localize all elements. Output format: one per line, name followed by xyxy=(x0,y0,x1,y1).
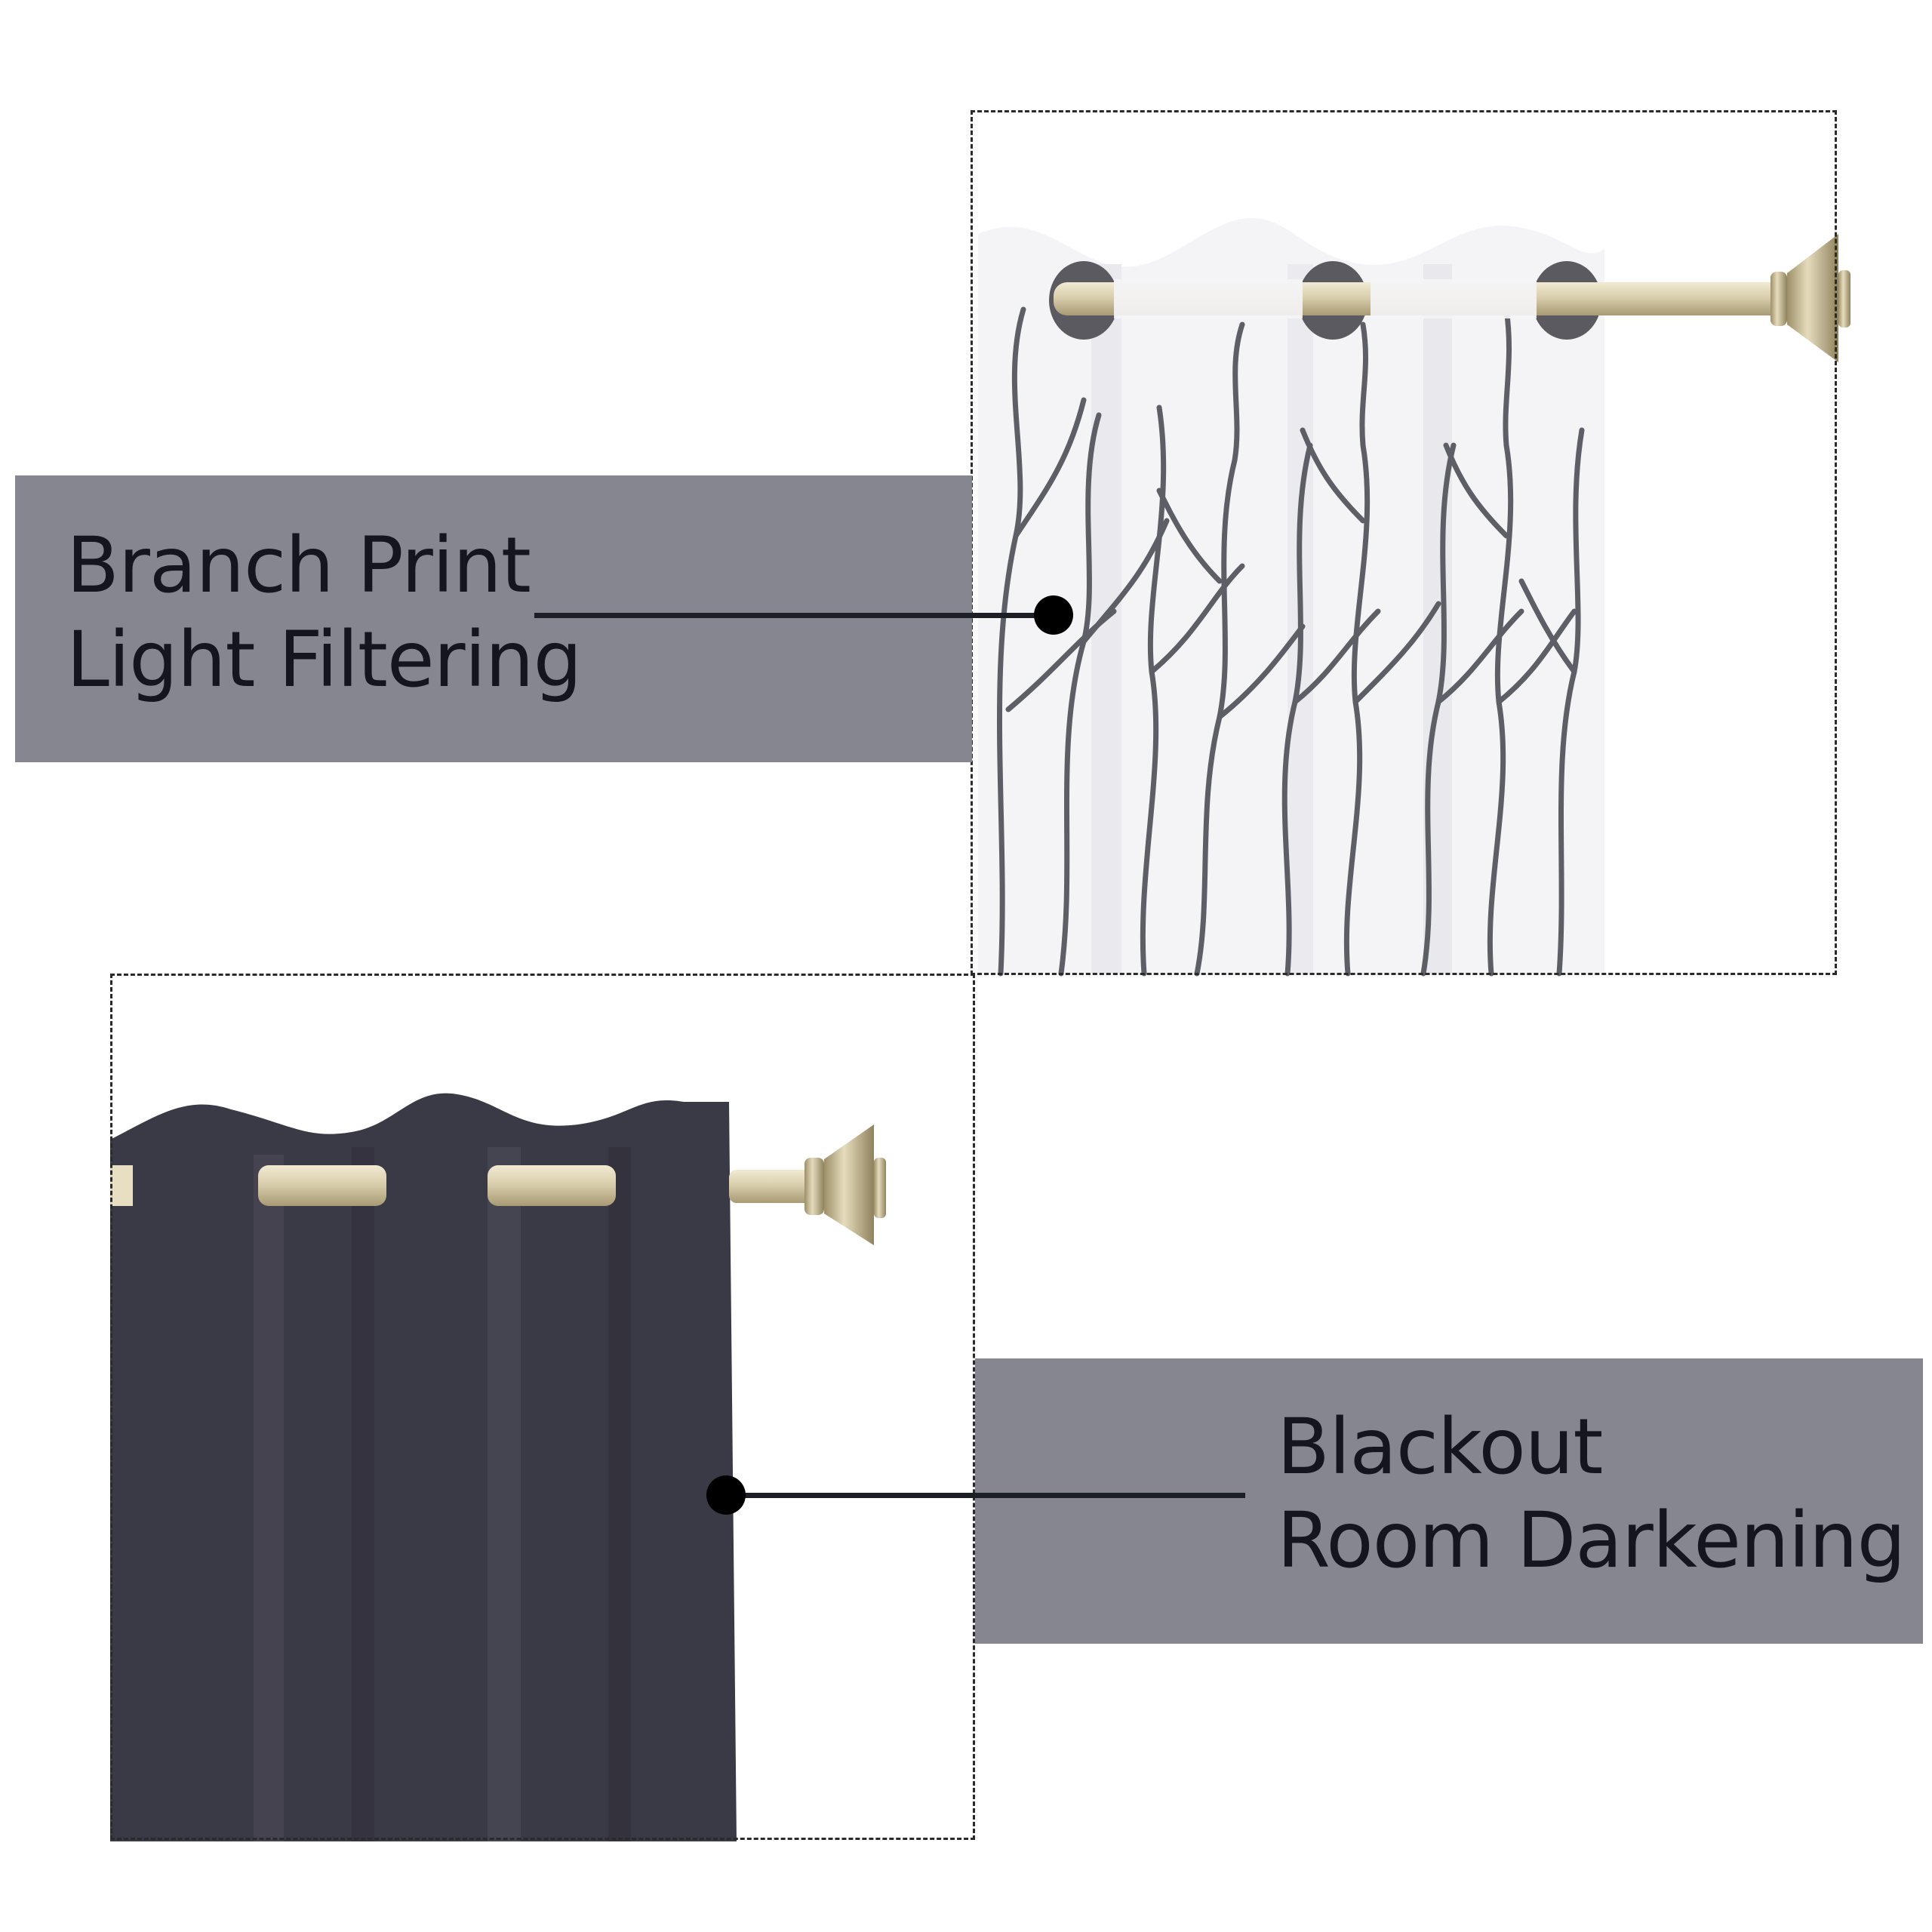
bottom-dashed-frame xyxy=(110,974,975,1840)
bottom-label-line-2: Room Darkening xyxy=(1277,1496,1906,1586)
top-callout-dot xyxy=(1034,595,1073,635)
top-label-line-2: Light Filtering xyxy=(66,615,582,705)
top-label-line-1: Branch Print xyxy=(66,521,531,611)
rod-finial xyxy=(804,1124,886,1245)
bottom-callout-dot xyxy=(706,1475,746,1515)
bottom-label-line-1: Blackout xyxy=(1277,1402,1603,1492)
bottom-connector-line xyxy=(724,1493,1245,1498)
top-label-panel xyxy=(15,475,972,762)
branch-print-curtain xyxy=(978,217,1850,977)
top-dashed-frame xyxy=(971,110,1837,975)
rod-finial xyxy=(1770,234,1850,362)
curtain-rod xyxy=(110,1165,133,1206)
blackout-curtain xyxy=(110,1093,886,1841)
branch-pattern xyxy=(996,306,1585,977)
top-connector-line xyxy=(534,613,1054,618)
bottom-label-panel xyxy=(975,1358,1923,1644)
